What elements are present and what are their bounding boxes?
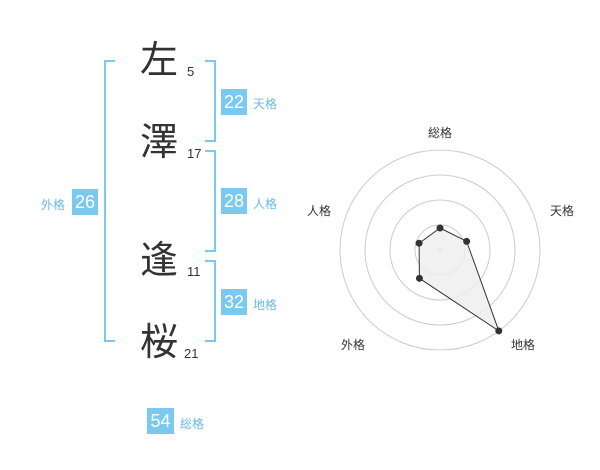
- radar-axis-label-tenkaku: 天格: [550, 204, 575, 218]
- tenkaku-badge: 22: [221, 89, 247, 115]
- stroke-count-3: 11: [187, 264, 201, 279]
- radar-rings: [339, 149, 541, 351]
- jinkaku-bracket: [205, 150, 216, 252]
- name-char-3: 逢: [140, 238, 179, 282]
- name-char-4: 桜: [140, 320, 179, 364]
- radar-axis-label-gaikaku: 外格: [341, 338, 366, 352]
- radar-ring-3: [364, 174, 516, 326]
- tenkaku-label: 天格: [253, 97, 278, 111]
- stroke-count-1: 5: [187, 64, 195, 79]
- stroke-count-4: 21: [184, 346, 199, 361]
- gaikaku-badge: 26: [72, 189, 98, 215]
- radar-axis-label-chikaku: 地格: [511, 338, 536, 352]
- jinkaku-badge: 28: [221, 188, 247, 214]
- radar-points: [415, 224, 503, 335]
- soukaku-badge: 54: [147, 408, 174, 434]
- chikaku-badge: 32: [221, 289, 247, 315]
- radar-point-4: [415, 274, 423, 282]
- chikaku-bracket: [205, 260, 216, 342]
- tenkaku-bracket: [205, 60, 216, 142]
- radar-point-3: [495, 327, 503, 335]
- radar-ring-2: [389, 199, 491, 301]
- soukaku-label: 総格: [180, 417, 205, 431]
- stroke-count-2: 17: [187, 146, 202, 161]
- radar-axis-label-soukaku: 総格: [428, 126, 453, 140]
- name-char-2: 澤: [140, 120, 179, 164]
- radar-ring-4: [339, 149, 541, 351]
- radar-point-1: [436, 224, 444, 232]
- radar-axis-label-jinkaku: 人格: [307, 204, 332, 218]
- name-char-1: 左: [140, 38, 179, 82]
- gaikaku-label: 外格: [41, 198, 66, 212]
- gaikaku-bracket: [104, 60, 115, 342]
- chikaku-label: 地格: [253, 298, 278, 312]
- jinkaku-label: 人格: [253, 197, 278, 211]
- radar-point-2: [463, 237, 471, 245]
- radar-polygon: [418, 227, 500, 333]
- radar-point-5: [415, 239, 423, 247]
